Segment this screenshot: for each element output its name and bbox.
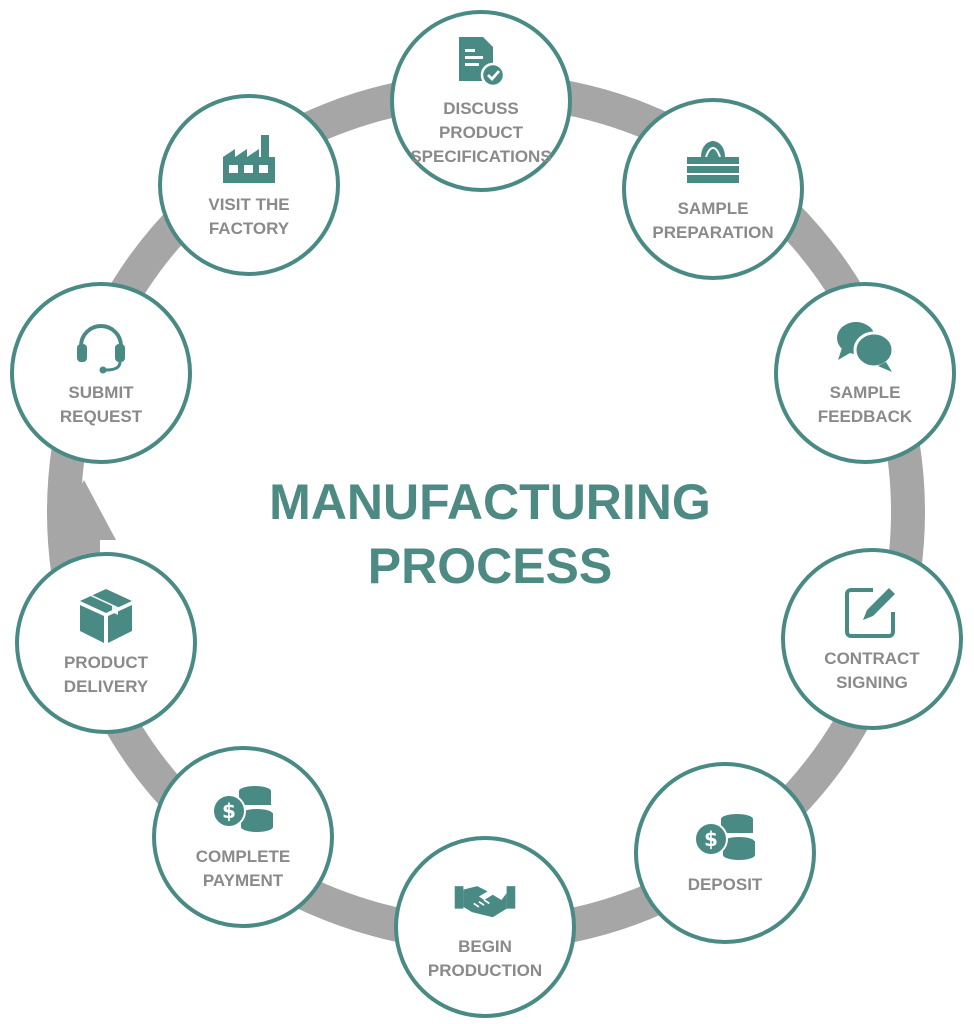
step-label: VISIT THE FACTORY <box>208 195 290 238</box>
step-submit-request: SUBMIT REQUEST <box>10 282 192 464</box>
step-contract-signing: CONTRACT SIGNING <box>781 548 963 730</box>
step-label: PRODUCT DELIVERY <box>63 653 149 696</box>
edit-sign-icon <box>840 583 904 641</box>
step-begin-production: BEGIN PRODUCTION <box>394 836 576 1018</box>
dollar-coins-icon: $ <box>693 809 757 867</box>
step-label: DEPOSIT <box>687 875 763 894</box>
step-label: BEGIN PRODUCTION <box>427 937 543 980</box>
step-label: SAMPLE PREPARATION <box>652 199 774 242</box>
tissue-box-icon <box>681 133 745 191</box>
diagram-title: MANUFACTURING PROCESS <box>230 470 750 598</box>
svg-text:$: $ <box>222 799 236 823</box>
factory-icon <box>217 129 281 187</box>
handshake-icon <box>453 871 517 929</box>
chat-bubbles-icon <box>833 317 897 375</box>
step-product-delivery: PRODUCT DELIVERY <box>15 552 197 734</box>
step-deposit: $ DEPOSIT <box>634 762 816 944</box>
step-label: CONTRACT SIGNING <box>824 649 920 692</box>
step-label: DISCUSS PRODUCT SPECIFICATIONS <box>410 99 552 166</box>
dollar-coins-icon: $ <box>211 781 275 839</box>
diagram-title-line1: MANUFACTURING <box>269 474 711 530</box>
step-sample-feedback: SAMPLE FEEDBACK <box>774 282 956 464</box>
step-label: SUBMIT REQUEST <box>59 383 143 426</box>
step-visit-the-factory: VISIT THE FACTORY <box>158 94 340 276</box>
cycle-arrow-head <box>52 480 116 540</box>
svg-text:$: $ <box>704 827 718 851</box>
step-complete-payment: $ COMPLETE PAYMENT <box>152 746 334 928</box>
step-label: SAMPLE FEEDBACK <box>817 383 913 426</box>
package-box-icon <box>74 587 138 645</box>
headset-icon <box>69 317 133 375</box>
step-discuss-product-specifications: DISCUSS PRODUCT SPECIFICATIONS <box>390 10 572 192</box>
document-check-icon <box>449 33 513 91</box>
step-label: COMPLETE PAYMENT <box>195 847 291 890</box>
step-sample-preparation: SAMPLE PREPARATION <box>622 98 804 280</box>
diagram-title-line2: PROCESS <box>367 538 613 594</box>
